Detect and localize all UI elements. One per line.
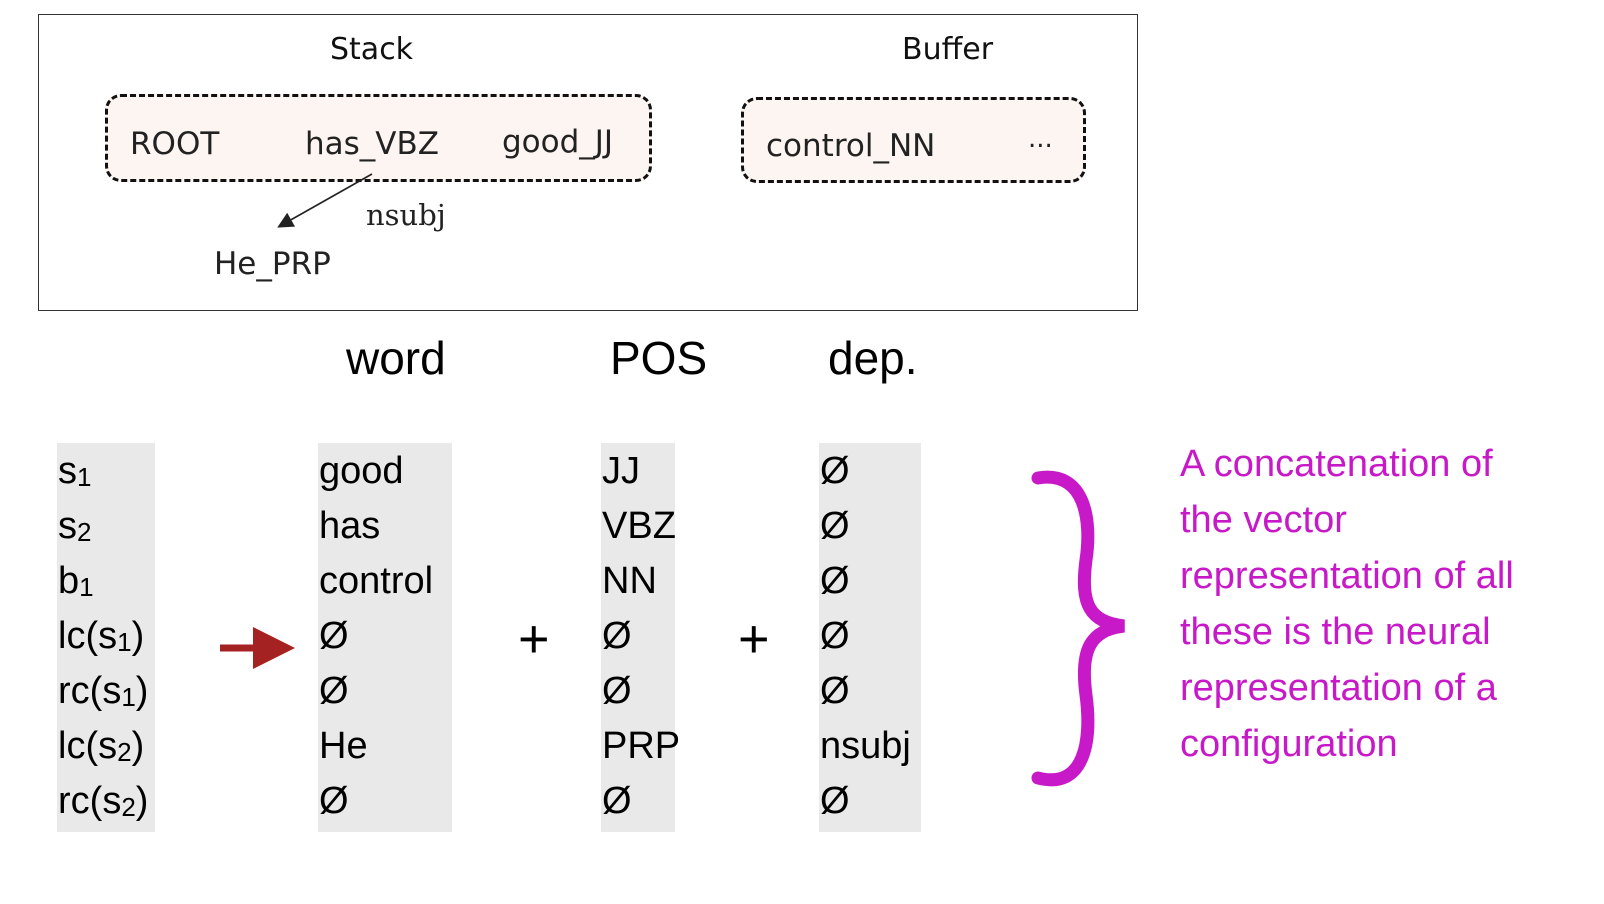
pos-cell: NN: [602, 560, 657, 602]
header-dep: dep.: [828, 332, 918, 384]
feature-label: rc(s2): [58, 780, 149, 822]
buffer-item-ellipsis: ...: [1028, 124, 1053, 154]
arc-label: nsubj: [366, 198, 446, 232]
dep-cell: Ø: [820, 505, 850, 547]
stack-item-has: has_VBZ: [305, 126, 440, 162]
word-cell: Ø: [319, 615, 349, 657]
labels-column: [57, 443, 155, 832]
dep-column: [819, 443, 921, 832]
header-pos: POS: [610, 332, 708, 384]
feature-label: b1: [58, 560, 94, 602]
word-cell: Ø: [319, 780, 349, 822]
pos-cell: Ø: [602, 670, 632, 712]
word-cell: has: [319, 505, 381, 547]
pos-cell: VBZ: [602, 505, 676, 547]
dep-values: Ø Ø Ø Ø Ø nsubj Ø: [820, 444, 911, 829]
word-cell: Ø: [319, 670, 349, 712]
word-cell: control: [319, 560, 434, 602]
word-cell: good: [319, 450, 404, 492]
feature-label: s2: [58, 505, 92, 547]
pos-cell: Ø: [602, 780, 632, 822]
configuration-box: [38, 14, 1138, 311]
buffer-container: [741, 97, 1086, 183]
word-cell: He: [319, 725, 368, 767]
dep-cell: Ø: [820, 560, 850, 602]
feature-label: lc(s1): [58, 615, 145, 657]
stack-item-root: ROOT: [130, 126, 220, 162]
dep-cell: Ø: [820, 450, 850, 492]
feature-label: lc(s2): [58, 725, 145, 767]
dependency-arc-arrow: [277, 173, 373, 228]
pos-column: [601, 443, 675, 832]
buffer-item-control: control_NN: [766, 128, 936, 164]
stack-item-good: good_JJ: [502, 124, 614, 160]
dep-cell: Ø: [820, 615, 850, 657]
header-word: word: [346, 332, 446, 384]
pos-values: JJ VBZ NN Ø Ø PRP Ø: [602, 444, 680, 829]
stack-container: [105, 94, 652, 182]
feature-label: rc(s1): [58, 670, 149, 712]
word-values: good has control Ø Ø He Ø: [319, 444, 433, 829]
feature-label: s1: [58, 450, 92, 492]
dep-cell: nsubj: [820, 725, 911, 767]
plus-operator-2: +: [738, 609, 770, 669]
right-curly-brace: [1031, 470, 1126, 787]
buffer-title: Buffer: [902, 32, 994, 67]
pos-cell: Ø: [602, 615, 632, 657]
pos-cell: JJ: [602, 450, 640, 492]
pos-cell: PRP: [602, 725, 681, 767]
caption-text: A concatenation of the vector representa…: [1180, 443, 1514, 765]
plus-operator-1: +: [518, 609, 550, 669]
dependent-token: He_PRP: [214, 246, 331, 282]
dep-cell: Ø: [820, 780, 850, 822]
stack-title: Stack: [330, 32, 414, 67]
dep-cell: Ø: [820, 670, 850, 712]
word-column: [318, 443, 452, 832]
feature-labels: s1 s2 b1 lc(s1) rc(s1) lc(s2) rc(s2): [58, 444, 148, 829]
